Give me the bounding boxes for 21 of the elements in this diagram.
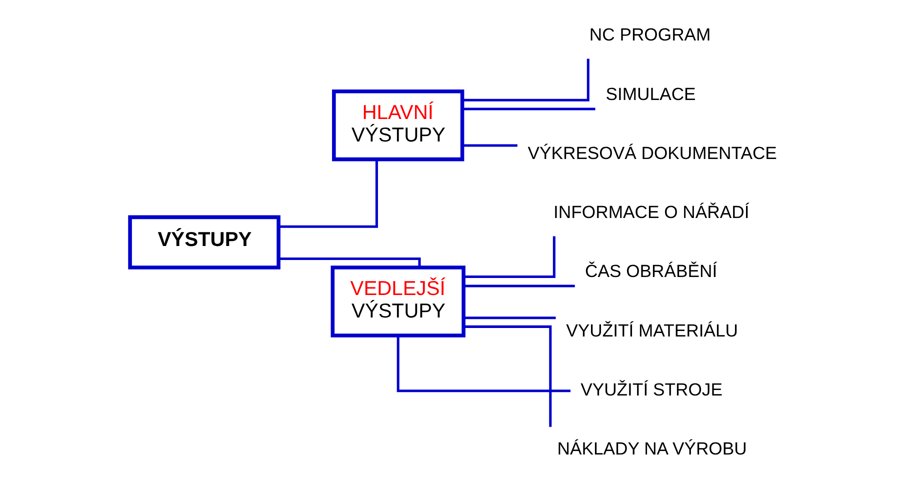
connector	[462, 108, 595, 110]
connector	[463, 325, 552, 427]
node-box: HLAVNÍ VÝSTUPY	[332, 89, 464, 162]
node-text: INFORMACE O NÁŘADÍ	[553, 202, 749, 222]
node-text: VÝKRESOVÁ DOKUMENTACE	[527, 142, 776, 163]
connector	[278, 257, 420, 268]
node-text: VYUŽITÍ MATERIÁLU	[566, 320, 738, 340]
node-text: NÁKLADY NA VÝROBU	[556, 438, 746, 459]
node-text: VYUŽITÍ STROJE	[580, 380, 722, 400]
connector	[462, 58, 589, 102]
node-box: VÝSTUPY	[128, 215, 280, 270]
node-text: SIMULACE	[605, 84, 696, 104]
connector	[463, 316, 556, 320]
node-text: ČAS OBRÁBĚNÍ	[584, 261, 717, 282]
node-box: VEDLEJŠÍ VÝSTUPY	[330, 266, 465, 338]
node-text: NC PROGRAM	[588, 24, 710, 45]
connector	[463, 284, 574, 288]
connector	[396, 336, 570, 392]
connector	[463, 236, 555, 278]
connector	[278, 160, 378, 228]
connector	[462, 144, 517, 147]
